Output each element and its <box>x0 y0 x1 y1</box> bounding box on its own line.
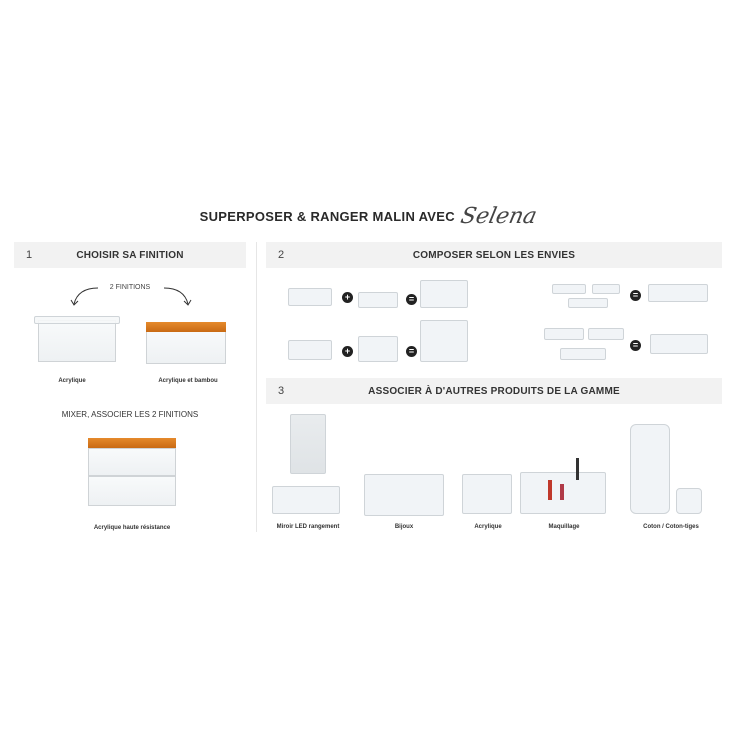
option-bamboo-caption: Acrylique et bambou <box>158 378 218 384</box>
led-mirror-image <box>290 414 326 474</box>
equals-icon: = <box>630 340 641 351</box>
compose-tray-a <box>552 284 586 294</box>
plus-icon: + <box>342 292 353 303</box>
mix-lower-box <box>88 476 176 506</box>
acrylic-organizer-image <box>462 474 512 514</box>
compose-tray-e <box>588 328 624 340</box>
option-acrylic-caption: Acrylique <box>58 378 86 384</box>
makeup-brush-icon <box>576 458 579 480</box>
arrow-right-icon <box>163 287 192 306</box>
section-1-label: CHOISIR SA FINITION <box>76 249 184 261</box>
section-1-header: 1 CHOISIR SA FINITION <box>14 242 246 268</box>
equals-icon: = <box>406 294 417 305</box>
equals-icon: = <box>630 290 641 301</box>
title-text: SUPERPOSER & RANGER MALIN AVEC <box>199 208 455 224</box>
product-caption-acrylic: Acrylique <box>474 524 502 530</box>
product-caption-mirror: Miroir LED rangement <box>276 524 340 530</box>
cotton-bud-jar-image <box>676 488 702 514</box>
bamboo-lid <box>146 322 226 332</box>
lipstick-icon <box>560 484 564 500</box>
mix-caption: Acrylique haute résistance <box>93 525 171 531</box>
lipstick-icon <box>548 480 552 500</box>
compose-tray-c <box>568 298 608 308</box>
acrylic-box-lid <box>34 316 120 324</box>
mirror-base-organizer <box>272 486 340 514</box>
arrow-left-icon <box>70 287 99 306</box>
mix-bamboo-lid <box>88 438 176 448</box>
section-1-number: 1 <box>26 249 33 261</box>
section-2-number: 2 <box>278 249 285 261</box>
column-divider <box>256 242 257 532</box>
section-3-number: 3 <box>278 385 285 397</box>
compose-tray-d <box>544 328 584 340</box>
compose-item-drawers <box>358 336 398 362</box>
compose-item-drawer <box>358 292 398 308</box>
brand-logo: Selena <box>458 203 540 229</box>
compose-item-organizer <box>288 288 332 306</box>
section-3-label: ASSOCIER À D'AUTRES PRODUITS DE LA GAMME <box>368 385 620 397</box>
mix-upper-box <box>88 448 176 476</box>
plus-icon: + <box>342 346 353 357</box>
section-2-label: COMPOSER SELON LES ENVIES <box>412 249 576 261</box>
compose-tray-b <box>592 284 620 294</box>
finitions-label: 2 FINITIONS <box>109 284 151 291</box>
jewelry-drawer-image <box>364 474 444 516</box>
compose-item-organizer-2 <box>288 340 332 360</box>
section-3-header: 3 ASSOCIER À D'AUTRES PRODUITS DE LA GAM… <box>266 378 722 404</box>
compose-result-4 <box>650 334 708 354</box>
section-2-header: 2 COMPOSER SELON LES ENVIES <box>266 242 722 268</box>
page-title: SUPERPOSER & RANGER MALIN AVEC Selena <box>0 196 736 236</box>
product-caption-cotton: Coton / Coton-tiges <box>643 524 699 530</box>
bamboo-box-image <box>146 330 226 364</box>
cotton-jar-image <box>630 424 670 514</box>
acrylic-box-image <box>38 320 116 362</box>
compose-result <box>420 280 468 308</box>
mix-label: MIXER, ASSOCIER LES 2 FINITIONS <box>61 410 199 419</box>
product-caption-jewelry: Bijoux <box>394 524 414 530</box>
compose-result-2 <box>420 320 468 362</box>
equals-icon: = <box>406 346 417 357</box>
product-caption-makeup: Maquillage <box>548 524 580 530</box>
compose-tray-f <box>560 348 606 360</box>
compose-result-3 <box>648 284 708 302</box>
